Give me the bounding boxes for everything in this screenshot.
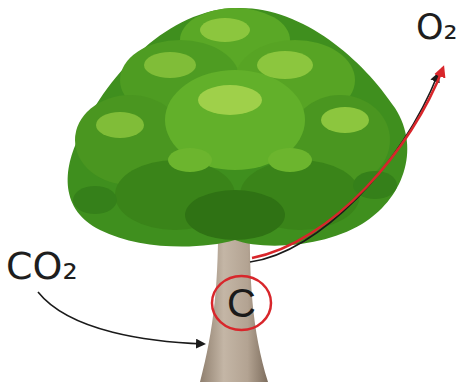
o2-arrow-red	[252, 68, 443, 258]
circled-element: C	[210, 274, 273, 332]
o2-arrow	[250, 74, 438, 262]
tree-canopy	[68, 8, 408, 247]
element-symbol: C	[227, 283, 256, 323]
circle-outline	[212, 276, 271, 330]
formula-label: CO₂	[6, 247, 78, 285]
formula-label: O₂	[416, 10, 458, 45]
co2-arrow	[38, 292, 204, 344]
